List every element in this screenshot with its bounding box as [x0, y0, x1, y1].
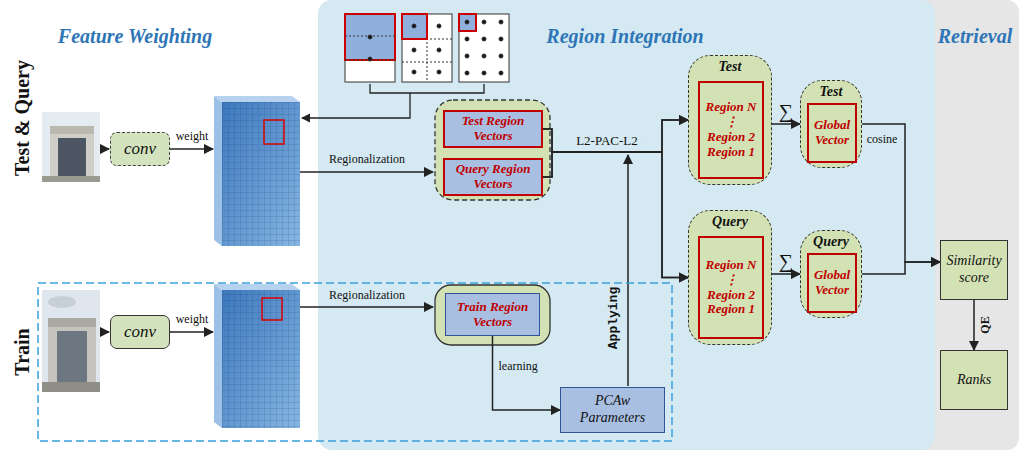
feature-map	[214, 284, 300, 428]
conv-box: conv	[110, 315, 170, 349]
section-title: Retrieval	[938, 25, 1012, 47]
feature-map	[214, 96, 300, 246]
regionalization-arrow	[300, 171, 433, 173]
arrow-label: weight	[176, 313, 209, 326]
edge-label: ∑	[779, 251, 793, 271]
node-text: Test Region Vectors	[448, 114, 538, 144]
connector	[772, 123, 800, 125]
input-arrow	[101, 331, 109, 333]
region-vector-box: Query Region Vectors	[443, 158, 543, 196]
node-text: conv	[114, 322, 166, 342]
region-group: QueryRegion N⋮Region 2Region 1	[688, 210, 772, 345]
node-text: Region 2	[703, 288, 759, 303]
pca-box: PCAw Parameters	[560, 387, 665, 433]
node-text: ⋮	[703, 273, 759, 288]
region-group: TestRegion N⋮Region 2Region 1	[688, 55, 772, 185]
connector	[493, 336, 561, 410]
train-region	[38, 283, 672, 441]
region-panel	[318, 0, 935, 450]
train-photo	[42, 290, 100, 392]
test-photo	[42, 112, 100, 182]
train-vector-box: Train Region Vectors	[445, 293, 540, 336]
similarity-box: Similarity score	[940, 240, 1008, 300]
global-vector-box: Global Vector	[807, 103, 857, 163]
node-text: Region N	[703, 100, 759, 115]
weight-arrow	[170, 148, 213, 150]
edge-label: ∑	[779, 101, 793, 121]
node-text: Global Vector	[812, 118, 852, 148]
node-text: Region 2	[703, 130, 759, 145]
node-text: Ranks	[944, 372, 1004, 389]
ranks-box: Ranks	[940, 350, 1008, 410]
node-text: Similarity score	[944, 253, 1004, 287]
node-text: Region 1	[703, 302, 759, 317]
weight-arrow	[170, 331, 213, 333]
node-text: ⋮	[703, 115, 759, 130]
regionalization-arrow	[300, 306, 433, 308]
edge-label: learning	[499, 360, 538, 372]
node-text: Train Region Vectors	[449, 300, 536, 330]
section-title: Feature Weighting	[58, 25, 212, 47]
group-heading: Query	[801, 234, 861, 250]
arrow-label: Regionalization	[329, 153, 405, 166]
connector	[772, 273, 800, 275]
global-group: QueryGlobal Vector	[800, 230, 862, 318]
region-grid	[345, 14, 509, 82]
row-title: Test & Query	[11, 60, 33, 176]
connector	[543, 129, 688, 278]
group-heading: Test	[689, 59, 771, 75]
node-text: Global Vector	[812, 268, 852, 298]
global-vector-box: Global Vector	[807, 253, 857, 313]
node-text: conv	[114, 139, 166, 159]
region-vector-box: Test Region Vectors	[443, 110, 543, 148]
node-text: Region 1	[703, 145, 759, 160]
connector	[973, 300, 975, 350]
node-text: PCAw Parameters	[564, 393, 661, 427]
row-title: Train	[11, 328, 33, 375]
grid-bracket	[370, 84, 484, 93]
section-title: Region Integration	[546, 25, 703, 47]
edge-label: QE	[979, 316, 991, 333]
group-heading: Query	[689, 214, 771, 230]
connector	[543, 152, 688, 278]
node-text: Query Region Vectors	[448, 162, 538, 192]
grid-arrow	[302, 93, 410, 118]
region-list: Region N⋮Region 2Region 1	[698, 81, 764, 179]
global-group: TestGlobal Vector	[800, 80, 862, 168]
arrow-label: Regionalization	[329, 289, 405, 302]
region-list: Region N⋮Region 2Region 1	[698, 236, 764, 339]
conv-box: conv	[110, 132, 170, 166]
connector	[862, 124, 940, 262]
vector-container	[435, 100, 550, 200]
arrow-label: cosine	[867, 133, 898, 146]
connector	[862, 262, 940, 274]
connector	[543, 120, 688, 177]
connector	[543, 120, 688, 152]
arrow-label: Applying	[607, 287, 621, 349]
arrow-label: L2-PAC-L2	[574, 134, 640, 148]
group-heading: Test	[801, 84, 861, 100]
node-text: Region N	[703, 258, 759, 273]
input-arrow	[101, 148, 109, 150]
applying-arrow	[627, 155, 629, 386]
arrow-label: weight	[176, 130, 209, 143]
